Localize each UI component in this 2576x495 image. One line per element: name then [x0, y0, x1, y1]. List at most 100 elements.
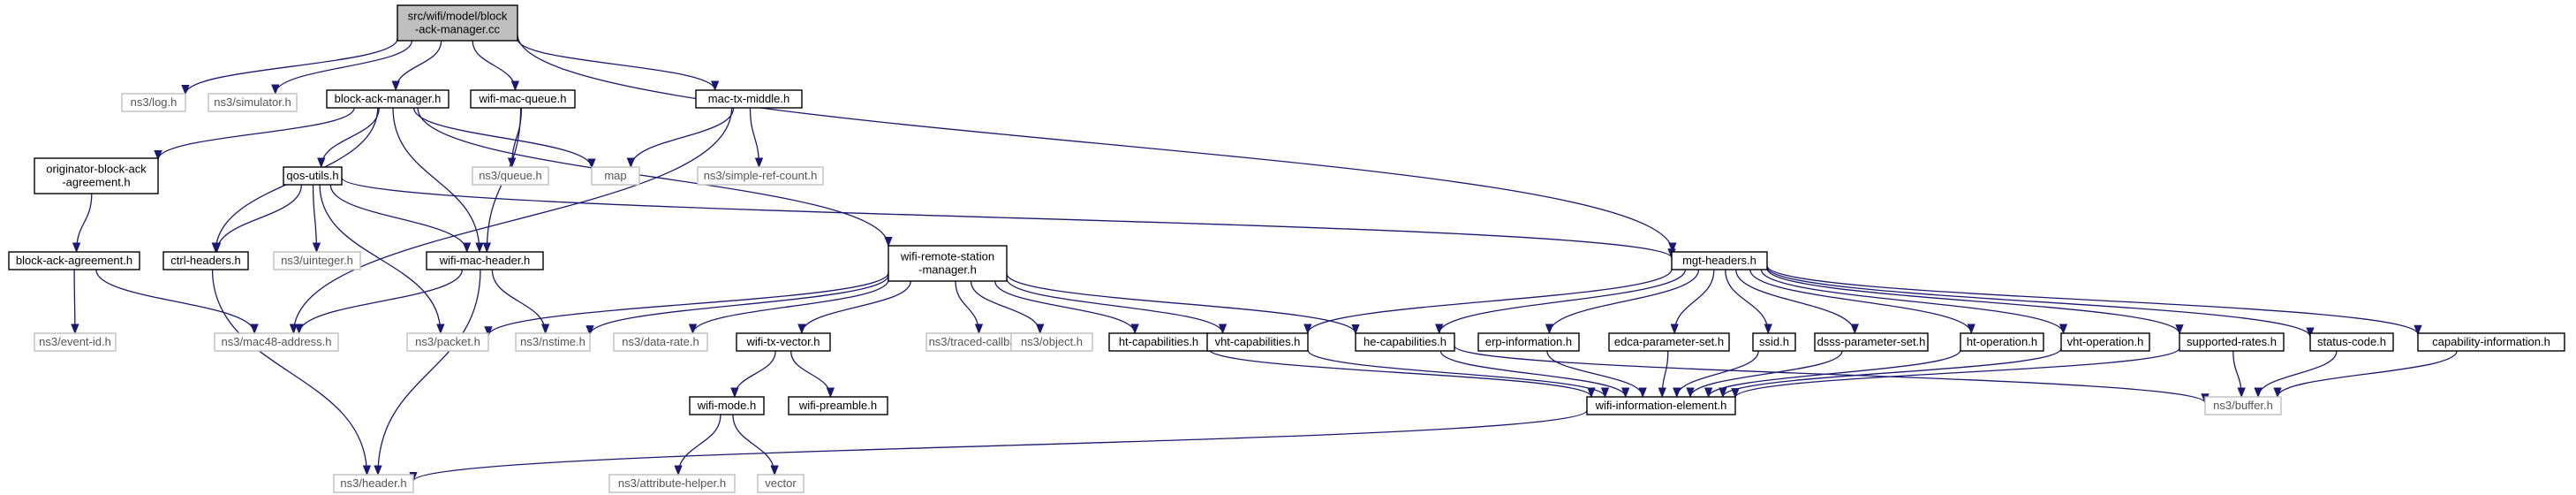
edge-root-to-wmq — [472, 40, 520, 92]
node-erp[interactable]: erp-information.h — [1477, 332, 1580, 352]
edge-mgt-to-ssid — [1725, 269, 1772, 335]
node-edca[interactable]: edca-parameter-set.h — [1608, 332, 1730, 352]
node-box — [273, 251, 361, 270]
edge-qos-to-packet — [319, 184, 445, 335]
node-wmode[interactable]: wifi-mode.h — [689, 396, 765, 415]
edge-suprates-to-buffer — [2232, 350, 2246, 399]
node-box — [1477, 332, 1580, 352]
node-box — [695, 89, 803, 109]
edge-hecap-to-wie — [1439, 350, 1630, 399]
edge-bam_h-to-qos — [317, 107, 380, 169]
node-queue: ns3/queue.h — [472, 166, 549, 186]
node-ctrl[interactable]: ctrl-headers.h — [162, 251, 249, 270]
node-simulator: ns3/simulator.h — [208, 93, 298, 112]
edge-mgt-to-status — [1766, 266, 2315, 339]
edge-wmode-to-vector — [732, 414, 779, 476]
edge-ssid-to-wie — [1673, 350, 1759, 399]
node-buffer: ns3/buffer.h — [2204, 396, 2282, 415]
node-bam_h[interactable]: block-ack-manager.h — [326, 89, 449, 109]
node-label: status-code.h — [2317, 335, 2386, 348]
node-nstime: ns3/nstime.h — [515, 332, 591, 352]
node-log: ns3/log.h — [121, 93, 186, 112]
node-label: wifi-mac-header.h — [439, 254, 531, 267]
node-box — [515, 332, 591, 352]
node-label: wifi-tx-vector.h — [745, 335, 820, 348]
edge-mtm-to-map — [626, 107, 735, 169]
edge-edca-to-wie — [1658, 350, 1669, 399]
edge-root-to-simulator — [271, 40, 413, 95]
node-box — [472, 166, 549, 186]
node-wmq[interactable]: wifi-mac-queue.h — [470, 89, 576, 109]
node-status[interactable]: status-code.h — [2309, 332, 2394, 352]
node-wtv[interactable]: wifi-tx-vector.h — [736, 332, 831, 352]
node-box — [283, 166, 343, 186]
edge-wtv-to-wmode — [730, 350, 776, 399]
node-htop[interactable]: ht-operation.h — [1960, 332, 2044, 352]
edge-status-to-buffer — [2254, 350, 2338, 399]
node-box — [2179, 332, 2285, 352]
node-box — [426, 251, 544, 270]
node-dsss[interactable]: dsss-parameter-set.h — [1814, 332, 1929, 352]
node-label: ns3/nstime.h — [520, 335, 585, 348]
node-box — [757, 474, 805, 493]
node-ssid[interactable]: ssid.h — [1752, 332, 1796, 352]
node-baa[interactable]: block-ack-agreement.h — [8, 251, 140, 270]
node-wpre[interactable]: wifi-preamble.h — [788, 396, 888, 415]
node-mgt[interactable]: mgt-headers.h — [1671, 251, 1768, 270]
node-oba[interactable]: originator-block-ack-agreement.h — [34, 157, 159, 194]
node-label: wifi-preamble.h — [798, 399, 877, 412]
node-capinfo[interactable]: capability-information.h — [2417, 332, 2565, 352]
node-label: he-capabilities.h — [1364, 335, 1447, 348]
node-vhtcap[interactable]: vht-capabilities.h — [1206, 332, 1309, 352]
edge-wrsm-to-hecap — [1006, 273, 1360, 335]
edge-wmh-to-header — [374, 269, 481, 476]
node-label: ht-capabilities.h — [1119, 335, 1198, 348]
node-box — [1010, 332, 1093, 352]
node-box — [8, 251, 140, 270]
node-label: mgt-headers.h — [1682, 254, 1756, 267]
node-suprates[interactable]: supported-rates.h — [2179, 332, 2285, 352]
node-label: edca-parameter-set.h — [1614, 335, 1724, 348]
node-htcap[interactable]: ht-capabilities.h — [1108, 332, 1209, 352]
edge-wrsm-to-nstime — [585, 275, 889, 336]
node-box — [2309, 332, 2394, 352]
edge-bam_h-to-map — [413, 107, 596, 170]
node-box — [2417, 332, 2565, 352]
node-mtm[interactable]: mac-tx-middle.h — [695, 89, 803, 109]
node-label: ns3/uinteger.h — [281, 254, 353, 267]
node-box — [689, 396, 765, 415]
node-header: ns3/header.h — [333, 474, 414, 493]
node-box — [1752, 332, 1796, 352]
node-wie[interactable]: wifi-information-element.h — [1586, 396, 1736, 415]
node-srefc: ns3/simple-ref-count.h — [697, 166, 824, 186]
node-qos[interactable]: qos-utils.h — [283, 166, 343, 186]
node-label: ns3/traced-callback.h — [929, 335, 1038, 348]
node-label: vector — [765, 476, 797, 490]
edge-bam_h-to-wmh — [392, 107, 484, 254]
node-packet: ns3/packet.h — [406, 332, 489, 352]
edge-qos-to-ctrl — [212, 184, 303, 254]
edge-qos-to-mgt — [341, 177, 1676, 259]
edge-wrsm-to-datarate — [688, 279, 889, 335]
node-label: wifi-information-element.h — [1595, 399, 1727, 412]
edge-mtm-to-srefc — [749, 107, 764, 169]
edge-htcap-to-wie — [1207, 347, 1596, 399]
node-box — [736, 332, 831, 352]
node-label: wifi-mode.h — [697, 399, 756, 412]
node-wrsm[interactable]: wifi-remote-station-manager.h — [888, 245, 1008, 282]
edge-qos-to-uint — [312, 184, 321, 254]
node-label: wifi-mac-queue.h — [479, 92, 567, 105]
node-root[interactable]: src/wifi/model/block-ack-manager.cc — [397, 4, 518, 42]
node-attr: ns3/attribute-helper.h — [608, 474, 736, 493]
edge-capinfo-to-buffer — [2273, 350, 2458, 399]
node-box — [613, 332, 708, 352]
edge-root-to-mgt — [517, 34, 1677, 254]
node-vhtop[interactable]: vht-operation.h — [2060, 332, 2150, 352]
edge-vhtop-to-wie — [1719, 347, 2062, 399]
node-wmh[interactable]: wifi-mac-header.h — [426, 251, 544, 270]
node-label: ns3/header.h — [340, 476, 406, 490]
node-mac48: ns3/mac48-address.h — [214, 332, 339, 352]
node-hecap[interactable]: he-capabilities.h — [1355, 332, 1455, 352]
node-label: erp-information.h — [1485, 335, 1572, 348]
node-box — [608, 474, 736, 493]
